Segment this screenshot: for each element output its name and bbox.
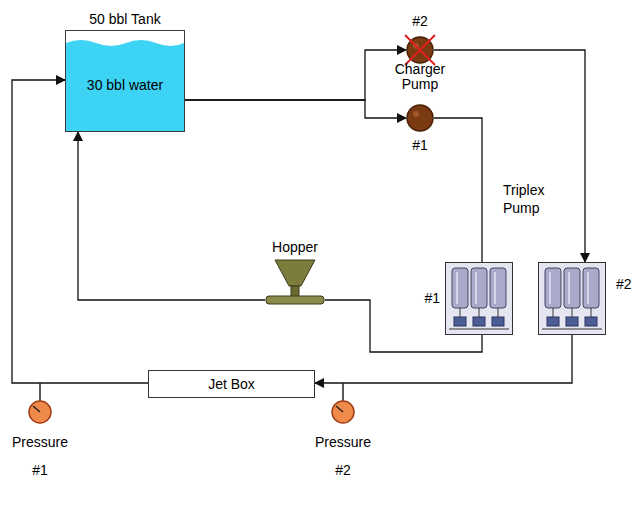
cylinder xyxy=(583,268,599,308)
gauge-needle xyxy=(33,406,40,412)
gauge-stem xyxy=(342,383,344,401)
charger-pump: #1 xyxy=(406,104,434,132)
gauge-dial xyxy=(332,401,354,423)
cylinder-shine xyxy=(475,272,477,304)
cylinder-shine xyxy=(456,272,458,304)
piston-rod xyxy=(479,308,480,317)
pump-body xyxy=(407,105,433,131)
pipe-line xyxy=(434,118,482,262)
piston-rod xyxy=(498,308,499,317)
hopper-funnel xyxy=(275,260,315,286)
crosshead xyxy=(566,317,578,326)
tank-contents: 30 bbl water xyxy=(87,77,163,94)
hopper-label: Hopper xyxy=(265,238,325,256)
shape-outline xyxy=(265,258,325,312)
crosshead xyxy=(585,317,597,326)
pipe-line xyxy=(185,100,406,118)
crosshead xyxy=(547,317,559,326)
cylinder-shine xyxy=(568,272,570,304)
piston-rod xyxy=(591,308,592,317)
shape-outline xyxy=(2,398,78,426)
pressure-gauge: Pressure #1 xyxy=(2,398,78,484)
tank-capacity: 50 bbl Tank xyxy=(89,11,160,28)
cylinder xyxy=(545,268,561,308)
hopper-base xyxy=(266,296,324,304)
pump-highlight xyxy=(413,111,419,117)
jet-box: Jet Box xyxy=(148,370,315,398)
cylinder-shine xyxy=(494,272,496,304)
tank-heading: 50 bbl Tank xyxy=(65,8,185,30)
pump-number: #2 xyxy=(616,276,632,293)
gauge-label: Pressure #2 xyxy=(312,428,374,484)
jet-box-label: Jet Box xyxy=(208,376,255,393)
gauge-stem xyxy=(39,383,41,401)
crosshead xyxy=(473,317,485,326)
piston-rod xyxy=(553,308,554,317)
triplex-pump: #2 xyxy=(538,262,606,335)
cylinder xyxy=(452,268,468,308)
charger-pump: #2 xyxy=(406,36,434,64)
pump-number: #2 xyxy=(412,13,428,30)
pump-number: #1 xyxy=(412,137,428,154)
triplex-pump: #1 xyxy=(445,262,513,335)
shape-outline xyxy=(445,262,513,335)
fault-cross xyxy=(405,35,435,65)
hopper: Hopper xyxy=(265,238,325,312)
cylinder-shine xyxy=(587,272,589,304)
piston-rod xyxy=(460,308,461,317)
shape-outline xyxy=(406,104,434,132)
pipe-line xyxy=(78,132,265,300)
pipe-line xyxy=(434,50,585,262)
pipe-line xyxy=(315,335,572,383)
cylinder xyxy=(490,268,506,308)
crosshead xyxy=(492,317,504,326)
crank-bar xyxy=(449,329,509,330)
shape-outline xyxy=(305,398,381,426)
cylinder-shine xyxy=(549,272,551,304)
shape-outline xyxy=(406,36,434,64)
piston-rod xyxy=(572,308,573,317)
pump-housing xyxy=(539,263,606,335)
tank: 50 bbl Tank 30 bbl water xyxy=(65,8,185,132)
pipe-line xyxy=(185,50,406,100)
pump-number: #1 xyxy=(424,290,440,307)
cylinder xyxy=(564,268,580,308)
gauge-label: Pressure #1 xyxy=(9,428,71,484)
water-fill xyxy=(66,40,184,131)
pump-group-label: Charger Pump xyxy=(385,62,455,92)
crosshead xyxy=(454,317,466,326)
pump-group-label: Triplex Pump xyxy=(503,181,565,217)
cylinder xyxy=(471,268,487,308)
gauge-dial xyxy=(29,401,51,423)
gauge-needle xyxy=(336,406,343,412)
pressure-gauge: Pressure #2 xyxy=(305,398,381,484)
tank-body: 30 bbl water xyxy=(65,30,185,132)
fault-cross xyxy=(405,35,435,65)
shape-outline xyxy=(538,262,606,335)
crank-bar xyxy=(542,329,602,330)
pump-housing xyxy=(446,263,513,335)
